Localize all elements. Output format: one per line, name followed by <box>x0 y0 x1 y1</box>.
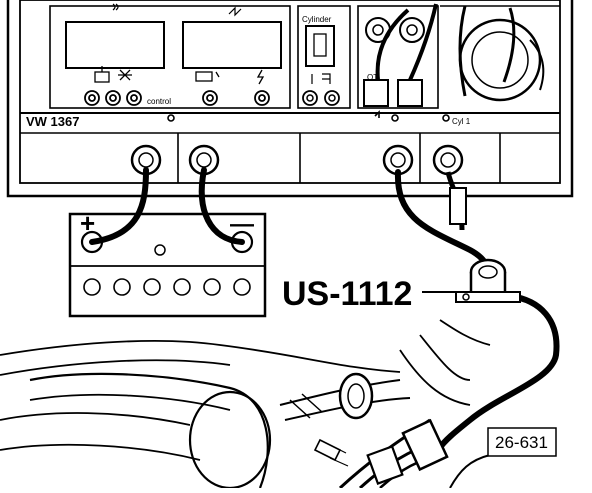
cable-reel <box>440 5 560 102</box>
plug-connector <box>363 79 389 107</box>
battery-leads <box>89 167 245 245</box>
cylinder-label: Cylinder <box>302 15 332 24</box>
socket-panel <box>130 110 501 183</box>
meter-window-right <box>182 21 282 69</box>
figure-number: 26-631 <box>495 433 548 452</box>
tester-front-panel <box>19 0 561 184</box>
us-1112-adapter <box>455 258 521 303</box>
ot-label: OT <box>367 73 378 82</box>
knob <box>105 90 121 106</box>
probe-socket <box>399 17 425 43</box>
battery-cell-caps <box>83 278 251 296</box>
function-symbols <box>94 66 265 85</box>
cylinder-display <box>305 25 335 67</box>
knob <box>254 90 270 106</box>
tester-cabinet <box>6 0 574 198</box>
knob <box>202 90 218 106</box>
module-control <box>49 3 291 109</box>
knob <box>84 90 100 106</box>
dwell-symbol-icon <box>112 3 119 11</box>
knob <box>324 90 340 106</box>
battery-case <box>68 212 267 318</box>
sensor-cable <box>435 293 560 453</box>
cyl1-label: Cyl 1 <box>452 117 471 126</box>
tester-model-label: VW 1367 <box>26 114 79 129</box>
negative-symbol: — <box>230 211 254 238</box>
air-cleaner <box>29 372 269 489</box>
positive-symbol: + <box>80 208 95 238</box>
cylinder-1-lead <box>445 171 467 231</box>
tool-callout: US-1112 <box>282 275 412 313</box>
knob <box>302 90 318 106</box>
cylinder-1-socket <box>432 144 464 176</box>
meter-window-left <box>65 21 165 69</box>
engine-tester <box>6 0 574 198</box>
negative-lead <box>198 167 245 245</box>
figure-number-box <box>487 427 557 457</box>
positive-lead <box>89 167 149 245</box>
module-cylinder <box>297 5 351 109</box>
module-probe-sockets <box>357 3 439 109</box>
knob <box>126 90 142 106</box>
control-label: control <box>147 97 171 106</box>
tdc-sensor-lead <box>394 169 560 453</box>
engine-compartment <box>0 319 491 490</box>
spark-symbol-icon <box>228 6 242 17</box>
plug-connector <box>397 79 423 107</box>
control-knobs <box>84 90 270 106</box>
